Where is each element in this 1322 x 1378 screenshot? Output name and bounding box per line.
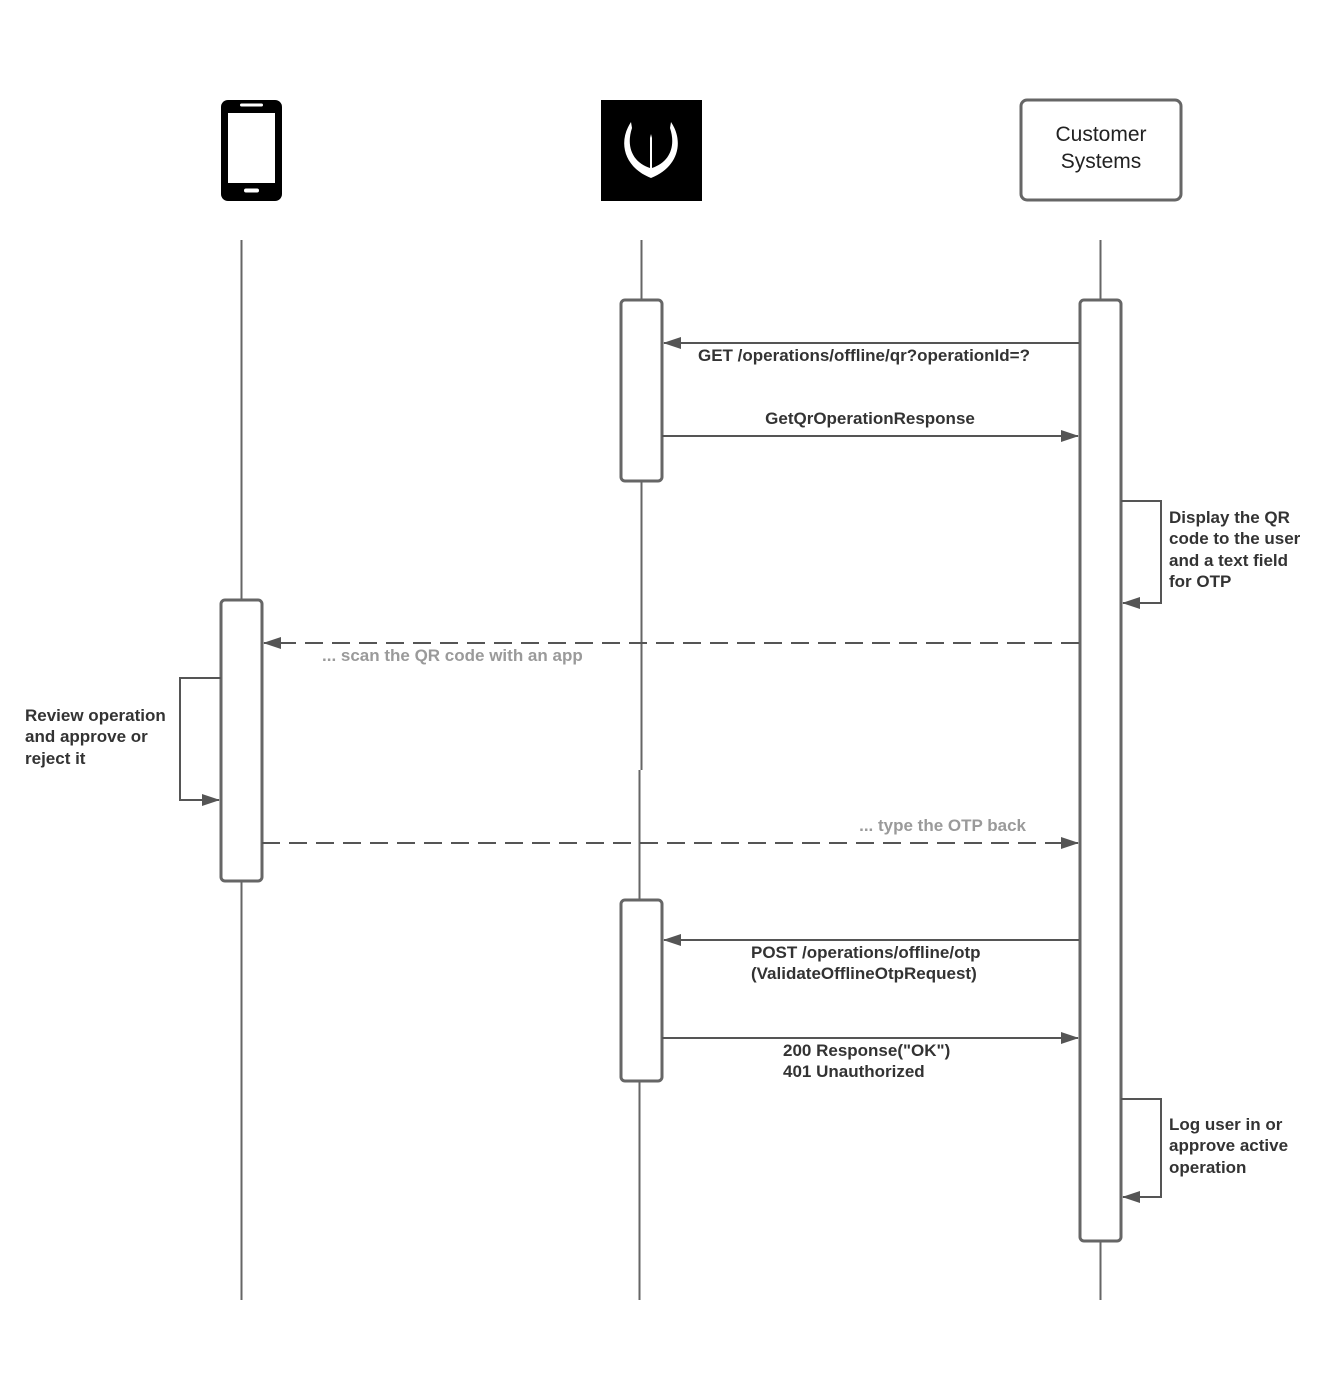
self-message-arrow-review [179, 677, 221, 806]
message-label-qr-response: GetQrOperationResponse [765, 409, 975, 428]
note-display-qr: Display the QR code to the user and a te… [1169, 508, 1305, 591]
smartphone-icon [221, 100, 282, 201]
activation-mobile [219, 598, 264, 883]
message-label-scan-qr: ... scan the QR code with an app [322, 646, 583, 665]
customer-label-line2: Systems [1061, 150, 1142, 173]
shield-logo-icon [601, 100, 702, 201]
note-review: Review operation and approve or reject i… [25, 706, 171, 768]
self-message-arrow-display-qr [1121, 500, 1162, 609]
participant-server [601, 100, 702, 201]
participant-customer-systems: Customer Systems [1019, 98, 1183, 202]
note-log-in: Log user in or approve active operation [1169, 1115, 1293, 1177]
message-label-type-otp: ... type the OTP back [859, 816, 1026, 835]
activation-customer [1078, 298, 1123, 1243]
participant-mobile [221, 100, 282, 201]
self-message-arrow-log-in [1121, 1098, 1162, 1203]
activation-server-2 [619, 898, 664, 1083]
message-label-post-otp: POST /operations/offline/otp (ValidateOf… [751, 943, 985, 983]
activation-server-1 [619, 298, 664, 483]
customer-label-line1: Customer [1055, 123, 1146, 146]
message-label-get-qr: GET /operations/offline/qr?operationId=? [698, 346, 1030, 365]
message-label-otp-response: 200 Response("OK") 401 Unauthorized [783, 1041, 955, 1081]
